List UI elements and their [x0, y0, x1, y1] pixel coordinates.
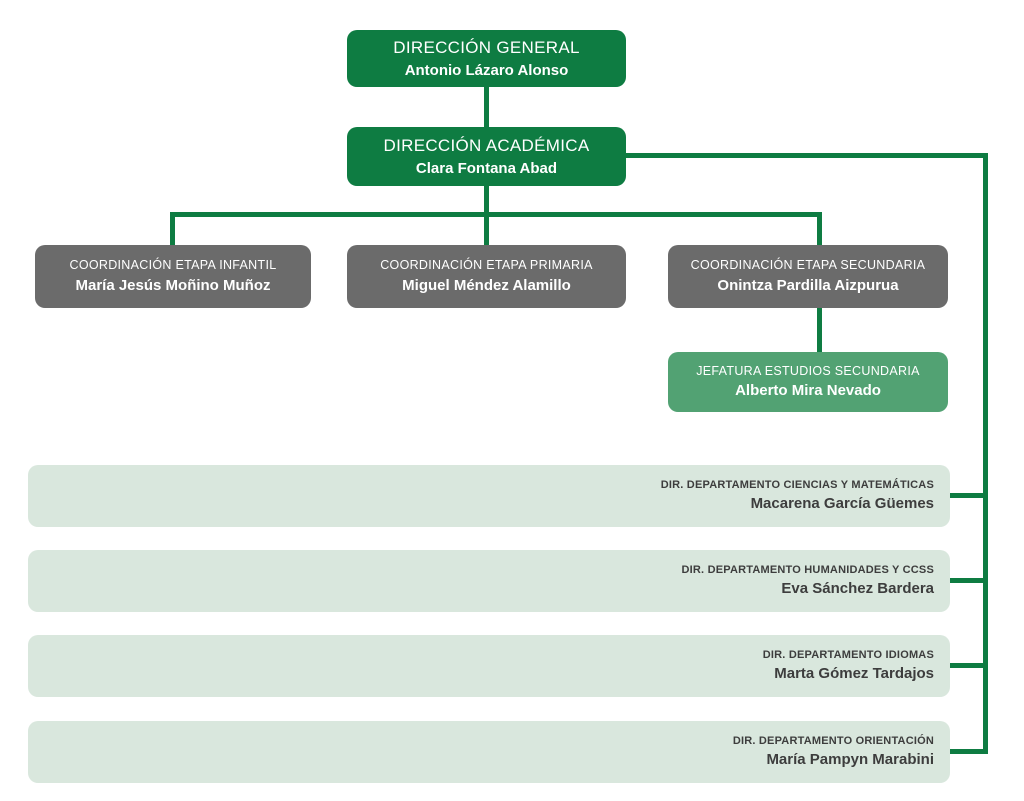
- node-person: Alberto Mira Nevado: [735, 382, 881, 400]
- node-direccion-general: DIRECCIÓN GENERAL Antonio Lázaro Alonso: [347, 30, 626, 87]
- node-title: DIRECCIÓN ACADÉMICA: [383, 136, 590, 156]
- node-coordinacion-primaria: COORDINACIÓN ETAPA PRIMARIA Miguel Ménde…: [347, 245, 626, 308]
- node-dept-humanidades-ccss: DIR. DEPARTAMENTO HUMANIDADES Y CCSS Eva…: [28, 550, 950, 612]
- connector-right-trunk: [983, 153, 988, 754]
- node-title: COORDINACIÓN ETAPA INFANTIL: [69, 258, 277, 273]
- node-dept-orientacion: DIR. DEPARTAMENTO ORIENTACIÓN María Pamp…: [28, 721, 950, 783]
- node-title: COORDINACIÓN ETAPA SECUNDARIA: [690, 258, 926, 273]
- node-dept-ciencias-matematicas: DIR. DEPARTAMENTO CIENCIAS Y MATEMÁTICAS…: [28, 465, 950, 527]
- connector-horizontal-bus: [170, 212, 822, 217]
- connector-drop-primaria: [484, 212, 489, 245]
- node-direccion-academica: DIRECCIÓN ACADÉMICA Clara Fontana Abad: [347, 127, 626, 186]
- connector-branch-idiomas: [948, 663, 988, 668]
- node-person: Onintza Pardilla Aizpurua: [717, 276, 899, 294]
- connector-academica-right: [626, 153, 988, 158]
- dept-person: María Pampyn Marabini: [766, 751, 934, 768]
- connector-academica-stub: [484, 186, 489, 217]
- connector-branch-ciencias: [948, 493, 988, 498]
- dept-title: DIR. DEPARTAMENTO HUMANIDADES Y CCSS: [681, 563, 934, 576]
- node-jefatura-secundaria: JEFATURA ESTUDIOS SECUNDARIA Alberto Mir…: [668, 352, 948, 412]
- node-title: DIRECCIÓN GENERAL: [393, 38, 580, 58]
- node-coordinacion-secundaria: COORDINACIÓN ETAPA SECUNDARIA Onintza Pa…: [668, 245, 948, 308]
- node-dept-idiomas: DIR. DEPARTAMENTO IDIOMAS Marta Gómez Ta…: [28, 635, 950, 697]
- dept-person: Eva Sánchez Bardera: [781, 580, 934, 597]
- node-coordinacion-infantil: COORDINACIÓN ETAPA INFANTIL María Jesús …: [35, 245, 311, 308]
- connector-drop-secundaria: [817, 212, 822, 245]
- connector-branch-orientacion: [948, 749, 988, 754]
- node-person: Antonio Lázaro Alonso: [404, 61, 569, 79]
- dept-person: Macarena García Güemes: [750, 495, 934, 512]
- dept-title: DIR. DEPARTAMENTO CIENCIAS Y MATEMÁTICAS: [660, 478, 934, 491]
- node-title: COORDINACIÓN ETAPA PRIMARIA: [380, 258, 593, 273]
- connector-drop-infantil: [170, 212, 175, 245]
- node-person: María Jesús Moñino Muñoz: [75, 276, 271, 294]
- node-person: Clara Fontana Abad: [415, 159, 558, 177]
- node-title: JEFATURA ESTUDIOS SECUNDARIA: [696, 363, 920, 378]
- dept-title: DIR. DEPARTAMENTO IDIOMAS: [762, 648, 934, 661]
- node-person: Miguel Méndez Alamillo: [402, 276, 571, 294]
- connector-branch-humanidades: [948, 578, 988, 583]
- dept-person: Marta Gómez Tardajos: [774, 665, 934, 682]
- dept-title: DIR. DEPARTAMENTO ORIENTACIÓN: [732, 734, 934, 747]
- connector-secundaria-jefatura: [817, 308, 822, 352]
- connector-general-academica: [484, 87, 489, 127]
